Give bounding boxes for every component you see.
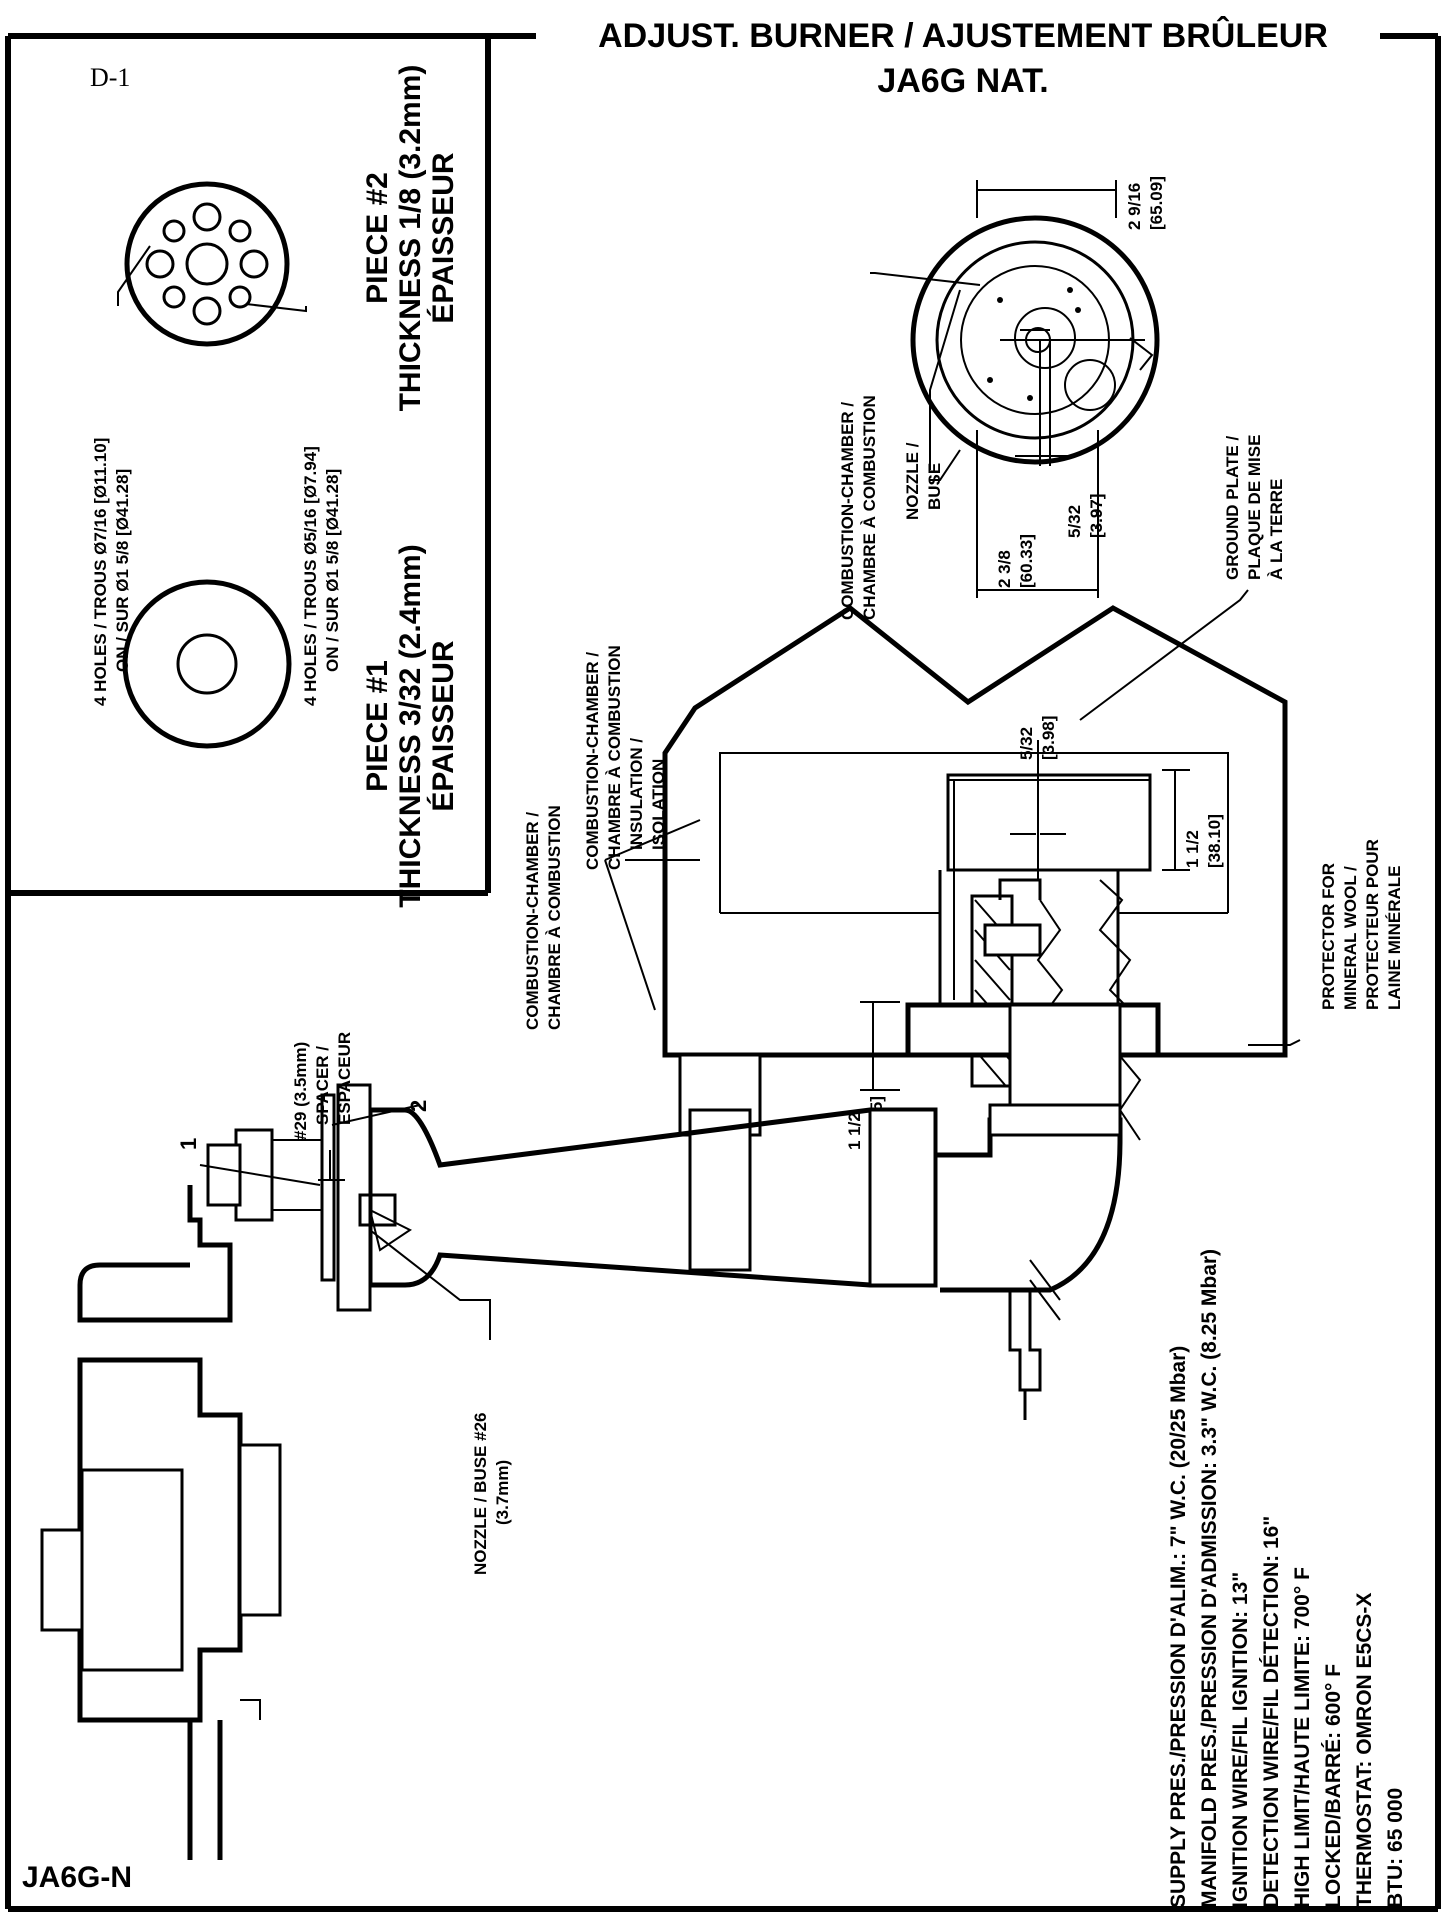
cc-side-label: COMBUSTION-CHAMBER / CHAMBRE À COMBUSTIO…: [523, 805, 564, 1030]
svg-text:ESPACEUR: ESPACEUR: [335, 1032, 354, 1125]
svg-text:SPACER /: SPACER /: [313, 1046, 332, 1125]
svg-text:COMBUSTION-CHAMBER /: COMBUSTION-CHAMBER /: [523, 812, 542, 1030]
dim-side-d: 5/32 [3.98]: [1017, 716, 1058, 760]
insulation-label: COMBUSTION-CHAMBER / CHAMBRE À COMBUSTIO…: [583, 645, 668, 870]
specs-block: SUPPLY PRES./PRESSION D'ALIM.: 7" W.C. (…: [1167, 1249, 1407, 1908]
callout-2: 2: [406, 1100, 431, 1112]
svg-text:THICKNESS 1/8 (3.2mm): THICKNESS 1/8 (3.2mm): [394, 65, 427, 412]
spec-line: LOCKED/BARRÉ: 600° F: [1322, 1664, 1345, 1908]
cc-top-label: COMBUSTION-CHAMBER / CHAMBRE À COMBUSTIO…: [838, 395, 879, 620]
svg-text:COMBUSTION-CHAMBER /: COMBUSTION-CHAMBER /: [583, 652, 602, 870]
piece-1-washer: [122, 579, 292, 749]
svg-text:[38.10]: [38.10]: [1205, 814, 1224, 868]
drawing-frame: [5, 33, 1441, 1912]
drawing-title: ADJUST. BURNER / AJUSTEMENT BRÛLEUR: [598, 16, 1328, 55]
spec-line: MANIFOLD PRES./PRESSION D'ADMISSION: 3.3…: [1198, 1249, 1221, 1908]
holes-label-b: 4 HOLES / TROUS Ø5/16 [Ø7.94] ON / SUR Ø…: [301, 446, 342, 706]
protector-label: PROTECTOR FOR MINERAL WOOL / PROTECTEUR …: [1319, 839, 1404, 1010]
spec-line: SUPPLY PRES./PRESSION D'ALIM.: 7" W.C. (…: [1167, 1346, 1190, 1908]
svg-text:PROTECTOR FOR: PROTECTOR FOR: [1319, 863, 1338, 1010]
svg-text:PLAQUE DE MISE: PLAQUE DE MISE: [1245, 435, 1264, 580]
ground-plate-label: GROUND PLATE / PLAQUE DE MISE À LA TERRE: [1223, 435, 1286, 580]
nozzle-top-label: NOZZLE / BUSE: [903, 442, 944, 520]
svg-text:ON / SUR Ø1 5/8 [Ø41.28]: ON / SUR Ø1 5/8 [Ø41.28]: [323, 469, 342, 672]
svg-text:CHAMBRE À COMBUSTION: CHAMBRE À COMBUSTION: [605, 645, 624, 870]
dim-top-b: 2 3/8 [60.33]: [995, 534, 1036, 588]
svg-text:4 HOLES / TROUS Ø7/16 [Ø11.10]: 4 HOLES / TROUS Ø7/16 [Ø11.10]: [91, 438, 110, 706]
spec-line: DETECTION WIRE/FIL DÉTECTION: 16": [1260, 1516, 1283, 1908]
svg-text:LAINE MINÉRALE: LAINE MINÉRALE: [1385, 866, 1404, 1011]
svg-text:PROTECTEUR POUR: PROTECTEUR POUR: [1363, 839, 1382, 1010]
svg-text:2 9/16: 2 9/16: [1125, 183, 1144, 230]
svg-text:1 1/2: 1 1/2: [845, 1112, 864, 1150]
svg-text:NOZZLE / BUSE #26: NOZZLE / BUSE #26: [471, 1413, 490, 1575]
burner-top-view: [870, 180, 1160, 598]
piece-2-label: PIECE #2 THICKNESS 1/8 (3.2mm) ÉPAISSEUR: [361, 65, 460, 412]
dim-top-a: 2 9/16 [65.09]: [1125, 176, 1166, 230]
callout-1: 1: [176, 1138, 201, 1150]
spec-line: BTU: 65 000: [1384, 1788, 1407, 1908]
svg-text:ÉPAISSEUR: ÉPAISSEUR: [426, 640, 460, 811]
dim-side-e: 1 1/2 [38.10]: [1183, 814, 1224, 868]
svg-text:GROUND PLATE /: GROUND PLATE /: [1223, 436, 1242, 580]
svg-text:MINERAL WOOL /: MINERAL WOOL /: [1341, 866, 1360, 1010]
svg-text:THICKNESS 3/32 (2.4mm): THICKNESS 3/32 (2.4mm): [394, 544, 427, 907]
venturi-assembly: [40, 1053, 1123, 1860]
svg-text:ÉPAISSEUR: ÉPAISSEUR: [426, 152, 460, 323]
piece-2-washer: [117, 181, 307, 347]
svg-text:5/32: 5/32: [1017, 727, 1036, 760]
svg-text:INSULATION /: INSULATION /: [627, 738, 646, 850]
svg-text:[65.09]: [65.09]: [1147, 176, 1166, 230]
svg-text:À LA TERRE: À LA TERRE: [1267, 479, 1286, 580]
spec-line: THERMOSTAT: OMRON E5CS-X: [1353, 1593, 1376, 1908]
svg-text:ON / SUR Ø1 5/8 [Ø41.28]: ON / SUR Ø1 5/8 [Ø41.28]: [113, 469, 132, 672]
svg-text:NOZZLE /: NOZZLE /: [903, 442, 922, 520]
model-code: JA6G-N: [22, 1861, 132, 1894]
holes-label-a: 4 HOLES / TROUS Ø7/16 [Ø11.10] ON / SUR …: [91, 438, 132, 706]
sheet-id: D-1: [90, 63, 130, 92]
svg-text:BUSE: BUSE: [925, 463, 944, 510]
svg-text:[3.97]: [3.97]: [1087, 494, 1106, 538]
svg-text:[3.98]: [3.98]: [1039, 716, 1058, 760]
combustion-chamber: [604, 604, 1301, 1141]
svg-text:COMBUSTION-CHAMBER /: COMBUSTION-CHAMBER /: [838, 402, 857, 620]
pieces-inset-box: [8, 36, 491, 896]
svg-text:PIECE #2: PIECE #2: [361, 172, 394, 304]
svg-text:5/32: 5/32: [1065, 505, 1084, 538]
nozzle-bottom-label: NOZZLE / BUSE #26 (3.7mm): [471, 1413, 512, 1575]
svg-text:PIECE #1: PIECE #1: [361, 660, 394, 792]
ground-plate-leader: [1079, 589, 1249, 721]
dim-top-c: 5/32 [3.97]: [1065, 494, 1106, 538]
spacer-label: #29 (3.5mm) SPACER / ESPACEUR: [291, 1032, 354, 1140]
spec-line: HIGH LIMIT/HAUTE LIMITE: 700° F: [1291, 1567, 1314, 1908]
svg-text:#29 (3.5mm): #29 (3.5mm): [291, 1042, 310, 1140]
svg-text:CHAMBRE À COMBUSTION: CHAMBRE À COMBUSTION: [545, 805, 564, 1030]
svg-text:2 3/8: 2 3/8: [995, 550, 1014, 588]
svg-text:(3.7mm): (3.7mm): [493, 1460, 512, 1525]
piece-1-label: PIECE #1 THICKNESS 3/32 (2.4mm) ÉPAISSEU…: [361, 544, 460, 907]
svg-text:[60.33]: [60.33]: [1017, 534, 1036, 588]
spec-line: IGNITION WIRE/FIL IGNITION: 13": [1229, 1572, 1252, 1908]
svg-text:ISOLATION: ISOLATION: [649, 759, 668, 850]
svg-text:4 HOLES / TROUS Ø5/16 [Ø7.94]: 4 HOLES / TROUS Ø5/16 [Ø7.94]: [301, 446, 320, 706]
svg-text:CHAMBRE À COMBUSTION: CHAMBRE À COMBUSTION: [860, 395, 879, 620]
svg-text:1 1/2: 1 1/2: [1183, 830, 1202, 868]
drawing-subtitle: JA6G NAT.: [877, 62, 1048, 100]
